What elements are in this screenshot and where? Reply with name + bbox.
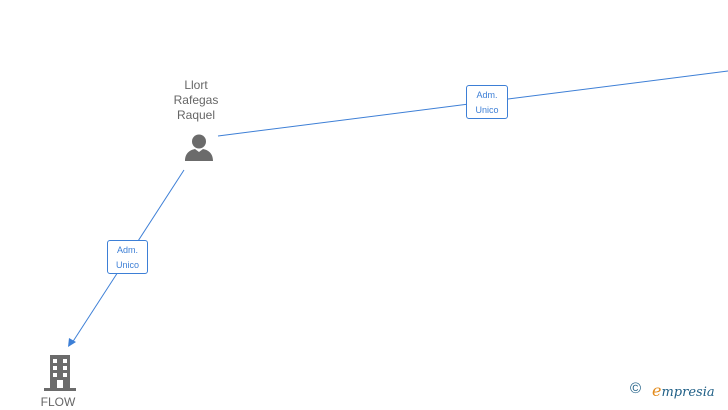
arrowhead-icon — [68, 338, 76, 347]
brand-name: empresia — [652, 381, 715, 400]
edge-label-person-to-company[interactable]: Adm. Unico — [107, 240, 148, 274]
edge-label-top-right[interactable]: Adm. Unico — [466, 85, 508, 119]
edge-label-line-2: Unico — [475, 105, 499, 115]
person-name-line-2: Rafegas — [173, 93, 219, 107]
person-icon[interactable] — [184, 133, 214, 163]
building-icon[interactable] — [44, 355, 76, 391]
brand-watermark: © empresia — [630, 380, 726, 400]
brand-name-initial: e — [652, 381, 662, 400]
brand-name-rest: mpresia — [661, 385, 715, 400]
graph-canvas — [68, 70, 728, 347]
person-name-label: Llort Rafegas Raquel — [166, 78, 226, 123]
company-name-label: FLOW — [40, 395, 76, 409]
edge-label-line-1: Adm. — [476, 90, 498, 100]
person-name-line-3: Raquel — [176, 108, 216, 122]
edge-label-line-2: Unico — [115, 260, 139, 270]
edge-label-line-1: Adm. — [116, 245, 138, 255]
copyright-icon: © — [630, 380, 642, 397]
person-name-line-1: Llort — [184, 78, 208, 92]
